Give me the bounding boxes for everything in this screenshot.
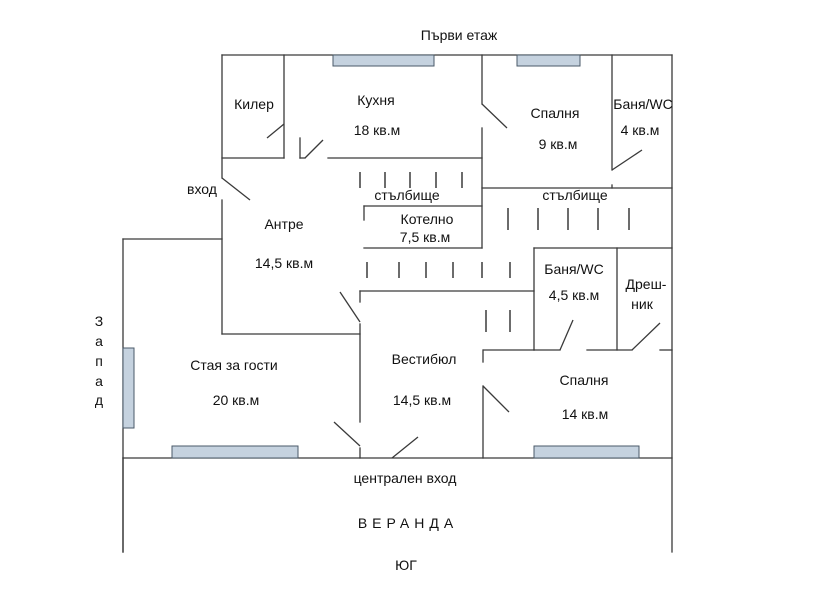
bedroom2-area: 14 кв.м [562,406,609,422]
west-letter-1: З [95,313,103,329]
windows [122,54,640,459]
living-label: Стая за гости [190,357,278,373]
hall-area: 14,5 кв.м [255,255,313,271]
west-letter-5: д [95,392,103,408]
bath1-area: 4 кв.м [621,122,660,138]
kitchen-window [332,54,435,67]
bath2-area: 4,5 кв.м [549,287,599,303]
kitchen-label: Кухня [357,92,394,108]
kitchen-area: 18 кв.м [354,122,401,138]
stair-ticks [359,172,630,332]
bedroom2-label: Спалня [560,372,609,388]
boiler-label: Котелно [401,211,454,227]
vestibule-label: Вестибюл [392,351,457,367]
stairs1-label: стълбище [374,187,440,203]
bath2-label: Баня/WC [544,261,604,277]
compass-labels: З а п а д ЮГ [95,313,418,573]
living-window-south [171,445,299,459]
plan-title: Първи етаж [421,27,498,43]
bedroom-window-south [533,445,640,459]
closet-label-line2: ник [631,296,654,312]
hall-label: Антре [264,216,303,232]
west-letter-4: а [95,373,103,389]
boiler-area: 7,5 кв.м [400,229,450,245]
room-labels: Килер Кухня 18 кв.м Спалня 9 кв.м Баня/W… [187,92,673,531]
door-swings [221,103,661,459]
west-letter-2: а [95,333,103,349]
main-entrance-label: централен вход [354,470,457,486]
south-label: ЮГ [395,557,417,573]
pantry-label: Килер [234,96,274,112]
bedroom1-area: 9 кв.м [539,136,578,152]
closet-label-line1: Дреш- [626,276,667,292]
veranda-label: ВЕРАНДА [358,515,458,531]
bedroom-window-north [516,54,581,67]
vestibule-area: 14,5 кв.м [393,392,451,408]
living-window-west [122,347,135,429]
bedroom1-label: Спалня [531,105,580,121]
stairs2-label: стълбище [542,187,608,203]
living-area: 20 кв.м [213,392,260,408]
entrance-label: вход [187,181,217,197]
bath1-label: Баня/WC [613,96,673,112]
west-letter-3: п [95,353,103,369]
